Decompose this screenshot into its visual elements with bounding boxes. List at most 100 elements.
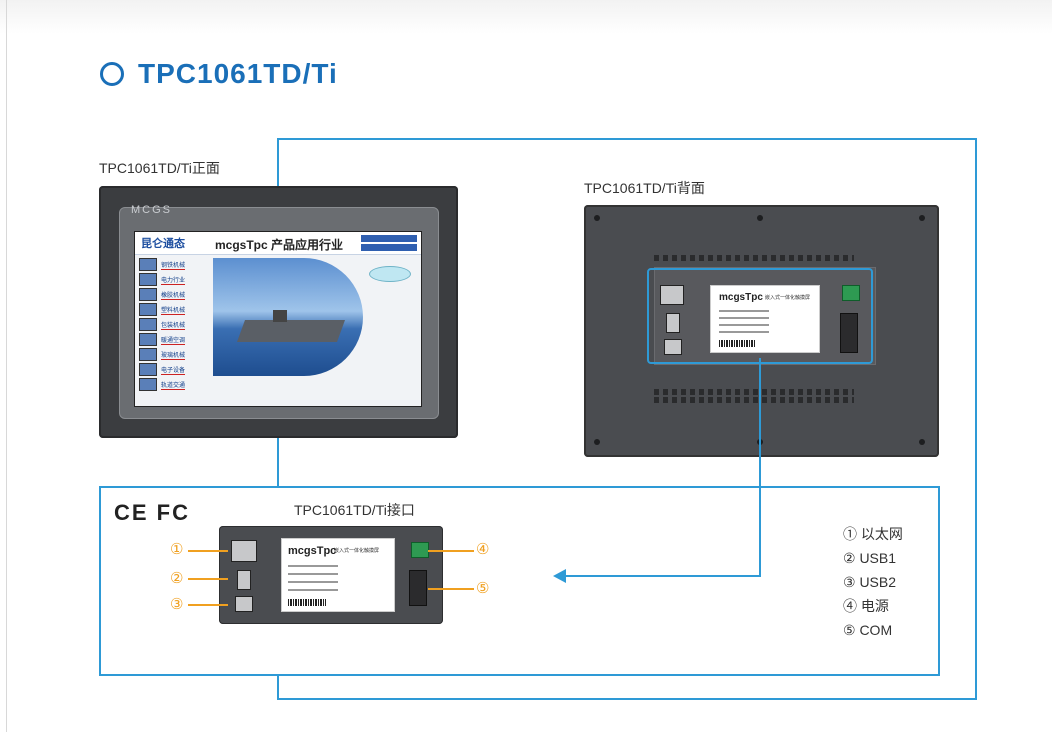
front-caption: TPC1061TD/Ti正面 [99,160,220,176]
ship-tower [273,310,287,322]
callout-line [428,550,474,552]
screen-menu-item: 轨道交通 [139,378,203,391]
screen-nav-bar [361,244,417,251]
usb1-port-icon [237,570,251,590]
vent-row [654,397,854,403]
screen-menu-label: 玻璃机械 [161,350,186,360]
screen-menu-item: 玻璃机械 [139,348,203,361]
top-band [0,0,1052,34]
back-port-highlight [647,268,873,364]
ethernet-port-icon [660,285,684,305]
interface-frame [99,486,940,676]
label-text-line [288,581,338,583]
screw-icon [594,215,600,221]
screen-menu-label: 暖通空调 [161,335,186,345]
screen-menu-label: 电力行业 [161,275,186,285]
barcode-icon [719,340,755,347]
screen-menu-item: 钢铁机械 [139,258,203,271]
screen-menu-label: 橡胶机械 [161,290,186,300]
ethernet-port-icon [231,540,257,562]
front-brand: MCGS [131,204,172,216]
screen-logo: 昆仑通态 [141,238,185,250]
screen-menu-label: 电子设备 [161,365,186,375]
screen-date-bar [361,235,417,242]
legend-item: ④ 电源 [843,598,889,614]
com-port-icon [409,570,427,606]
callout-4: ④ [476,541,490,558]
callout-5: ⑤ [476,580,490,597]
usb2-port-icon [664,339,682,355]
legend-item: ② USB1 [843,550,897,566]
left-rule [6,0,7,732]
screw-icon [757,215,763,221]
label-text-line [719,331,769,333]
thumb-icon [139,348,157,361]
screen-menu-label: 钢铁机械 [161,260,186,270]
callout-line [428,588,474,590]
label-text-line [288,573,338,575]
interface-image: mcgsTpc 嵌入式一体化触摸屏 [219,526,443,624]
callout-2: ② [170,570,184,587]
back-label-card: mcgsTpc 嵌入式一体化触摸屏 [710,285,820,353]
screen-menu-label: 包装机械 [161,320,186,330]
thumb-icon [139,333,157,346]
label-text-line [719,317,769,319]
vent-row [654,255,854,261]
label-brand: mcgsTpc [288,545,337,557]
connector-line [566,575,761,577]
title-row: TPC1061TD/Ti [100,58,338,90]
interface-caption: TPC1061TD/Ti接口 [294,502,415,518]
arrow-left-icon [553,569,566,583]
usb1-port-icon [666,313,680,333]
screen-menu: 钢铁机械 电力行业 橡胶机械 塑料机械 包装机械 暖通空调 玻璃机械 电子设备 … [139,258,203,393]
callout-1: ① [170,541,184,558]
screen-ship-picture [213,258,363,376]
screen-menu-item: 塑料机械 [139,303,203,316]
screen-menu-item: 电力行业 [139,273,203,286]
screen-bubble-icon [369,266,411,282]
label-text-line [719,310,769,312]
thumb-icon [139,378,157,391]
thumb-icon [139,258,157,271]
label-product: 嵌入式一体化触摸屏 [765,295,811,301]
power-port-icon [842,285,860,301]
connector-line [759,358,761,576]
callout-line [188,550,228,552]
back-panel-image: mcgsTpc 嵌入式一体化触摸屏 [584,205,939,457]
screw-icon [594,439,600,445]
interface-label-card: mcgsTpc 嵌入式一体化触摸屏 [281,538,395,612]
front-screen: 昆仑通态 mcgsTpc 产品应用行业 钢铁机械 电力行业 橡胶机械 塑料机械 … [134,231,422,407]
port-legend: ① 以太网 ② USB1 ③ USB2 ④ 电源 ⑤ COM [843,522,903,642]
label-text-line [288,589,338,591]
callout-line [188,578,228,580]
thumb-icon [139,303,157,316]
legend-item: ⑤ COM [843,622,893,638]
page-title: TPC1061TD/Ti [138,58,338,89]
screw-icon [919,439,925,445]
screen-header: 昆仑通态 mcgsTpc 产品应用行业 [135,232,421,255]
title-circle-icon [100,62,124,86]
legend-item: ③ USB2 [843,574,897,590]
screen-menu-label: 塑料机械 [161,305,186,315]
label-text-line [719,324,769,326]
callout-line [188,604,228,606]
back-caption: TPC1061TD/Ti背面 [584,180,705,196]
usb2-port-icon [235,596,253,612]
label-product: 嵌入式一体化触摸屏 [334,548,380,554]
thumb-icon [139,318,157,331]
barcode-icon [288,599,326,606]
screen-menu-label: 轨道交通 [161,380,186,390]
legend-item: ① 以太网 [843,526,903,542]
thumb-icon [139,363,157,376]
screen-header-title: mcgsTpc 产品应用行业 [215,238,344,252]
screen-menu-item: 包装机械 [139,318,203,331]
ship-hull [236,320,346,342]
front-panel-image: MCGS 昆仑通态 mcgsTpc 产品应用行业 钢铁机械 电力行业 橡胶机械 … [99,186,458,438]
vent-row [654,389,854,395]
screw-icon [919,215,925,221]
certification-marks: CE FC [114,500,190,525]
callout-3: ③ [170,596,184,613]
screen-menu-item: 暖通空调 [139,333,203,346]
thumb-icon [139,273,157,286]
thumb-icon [139,288,157,301]
